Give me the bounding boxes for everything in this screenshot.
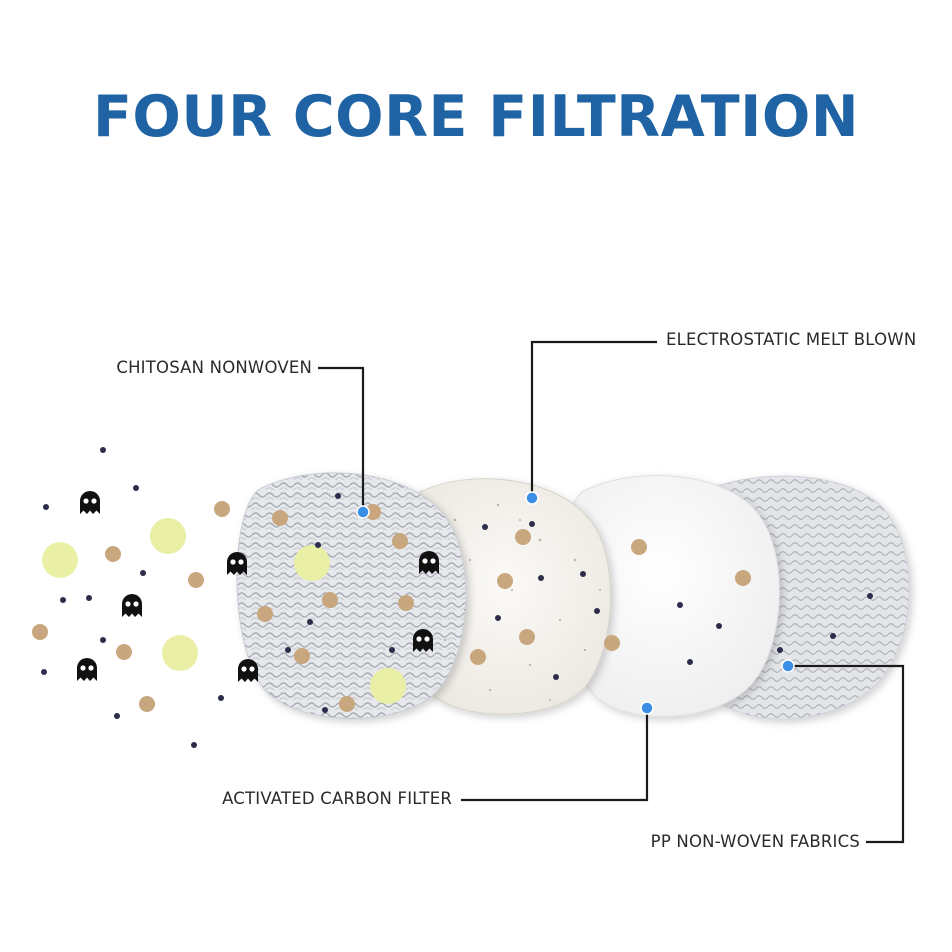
label-activated-carbon-filter: ACTIVATED CARBON FILTER bbox=[222, 789, 452, 808]
page-title: FOUR CORE FILTRATION bbox=[92, 84, 860, 150]
leader-pp bbox=[788, 664, 905, 844]
leader-electro bbox=[530, 340, 657, 498]
melt-blown-speckles bbox=[443, 503, 601, 701]
pointer-dot-pp bbox=[781, 659, 795, 673]
particle-cloud bbox=[32, 447, 873, 748]
germ-icon bbox=[77, 658, 97, 681]
label-pp-non-woven-fabrics: PP NON-WOVEN FABRICS bbox=[650, 832, 860, 851]
germ-icon bbox=[80, 491, 100, 514]
germ-icon bbox=[122, 594, 142, 617]
pointer-dot-electro bbox=[525, 491, 539, 505]
pointer-dot-chitosan bbox=[356, 505, 370, 519]
germ-icon bbox=[238, 659, 258, 682]
callout-pointers bbox=[356, 491, 795, 715]
label-chitosan-nonwoven: CHITOSAN NONWOVEN bbox=[116, 358, 312, 377]
leader-chitosan bbox=[318, 366, 365, 512]
label-electrostatic-melt-blown: ELECTROSTATIC MELT BLOWN bbox=[666, 330, 917, 349]
callout-leaders bbox=[318, 340, 905, 844]
leader-carbon bbox=[461, 708, 649, 802]
pointer-dot-carbon bbox=[640, 701, 654, 715]
chitosan-nonwoven-layer bbox=[236, 472, 467, 719]
